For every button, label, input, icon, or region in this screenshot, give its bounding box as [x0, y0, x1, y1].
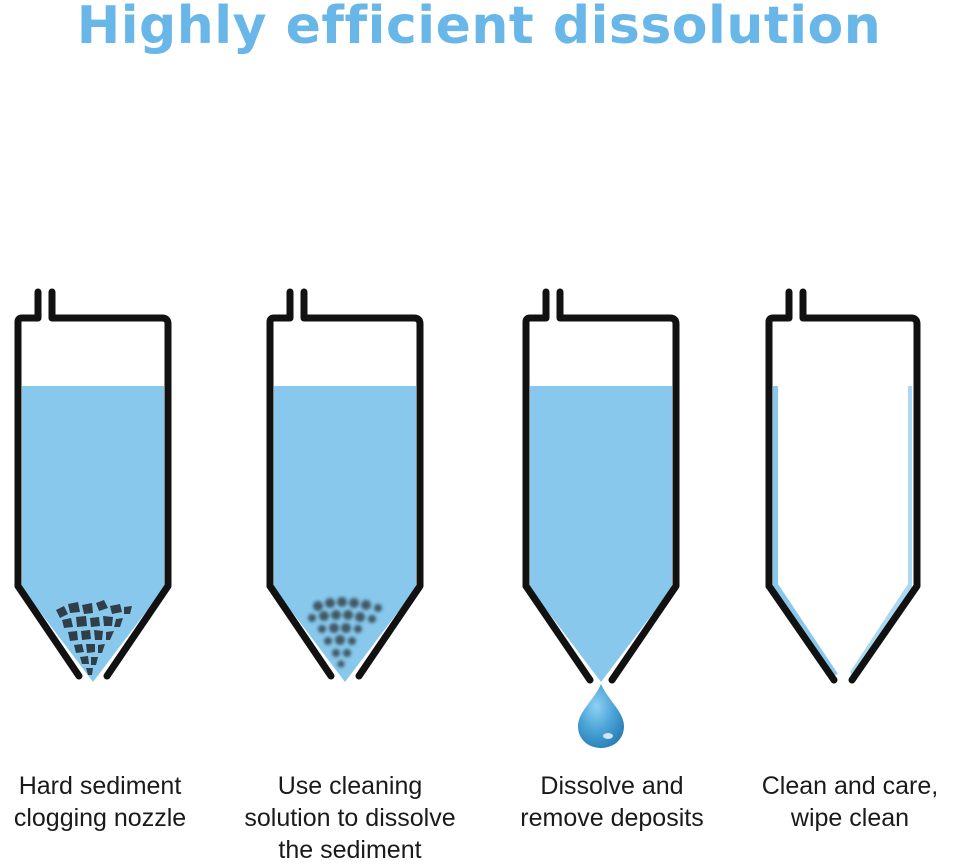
nozzle-dissolving-icon: [266, 288, 424, 682]
page-title: Highly efficient dissolution: [76, 0, 882, 56]
dissolving-sediment-icon: [308, 597, 382, 668]
step-1-caption: Hard sediment clogging nozzle: [13, 772, 187, 832]
nozzle-clean-icon: [765, 288, 921, 684]
hard-sediment-icon: [56, 600, 132, 675]
nozzle-clogged-icon: [14, 288, 172, 682]
water-drop-icon: [578, 684, 624, 748]
step-3-caption: Dissolve and remove deposits: [520, 772, 704, 832]
nozzle-draining-icon: [522, 288, 680, 748]
step-4-caption: Clean and care, wipe clean: [761, 772, 939, 832]
step-2-caption: Use cleaning solution to dissolve the se…: [244, 772, 456, 864]
